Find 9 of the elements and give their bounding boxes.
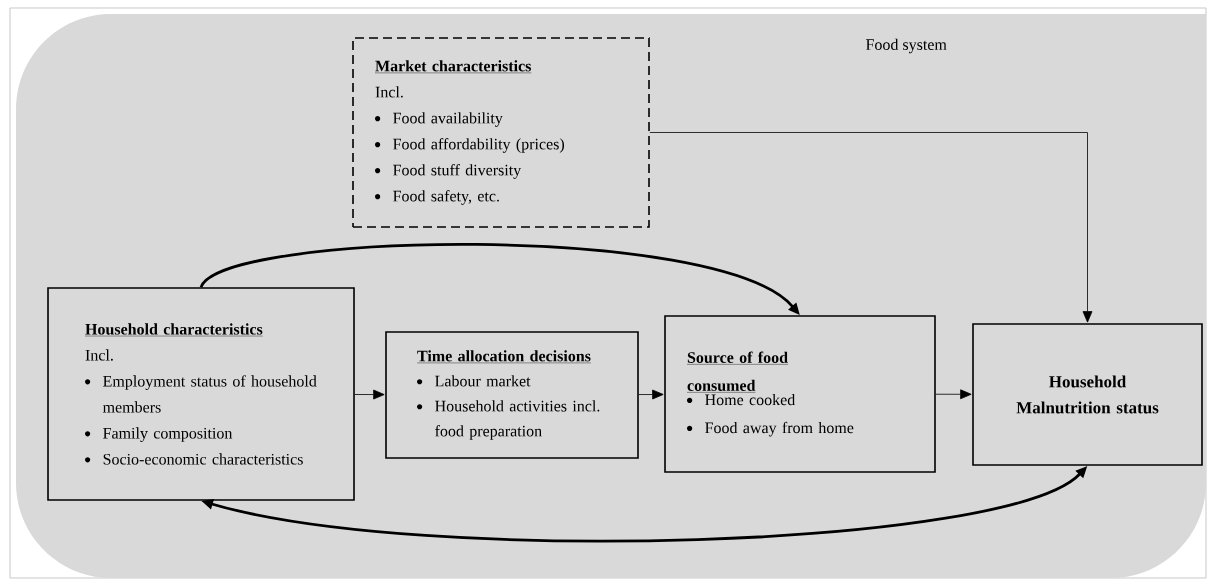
arrow xyxy=(935,389,972,400)
arrow xyxy=(354,389,385,400)
process-box: Source of food consumed Home cooked Food away from home xyxy=(664,315,936,473)
process-box: Time allocation decisions Labour market Household activities incl. food preparation xyxy=(385,331,639,459)
arrow xyxy=(638,389,664,400)
dashed-box: Market characteristics Incl. Food availability Food affordability (prices) Food stuff diversity Food safety, etc. xyxy=(352,37,650,228)
process-box: Household characteristics Incl. Employment status of household members Family composition Socio-economic characteristics xyxy=(47,287,355,501)
outcome-box: Household Malnutrition status xyxy=(972,323,1203,466)
arrow xyxy=(649,132,1093,323)
